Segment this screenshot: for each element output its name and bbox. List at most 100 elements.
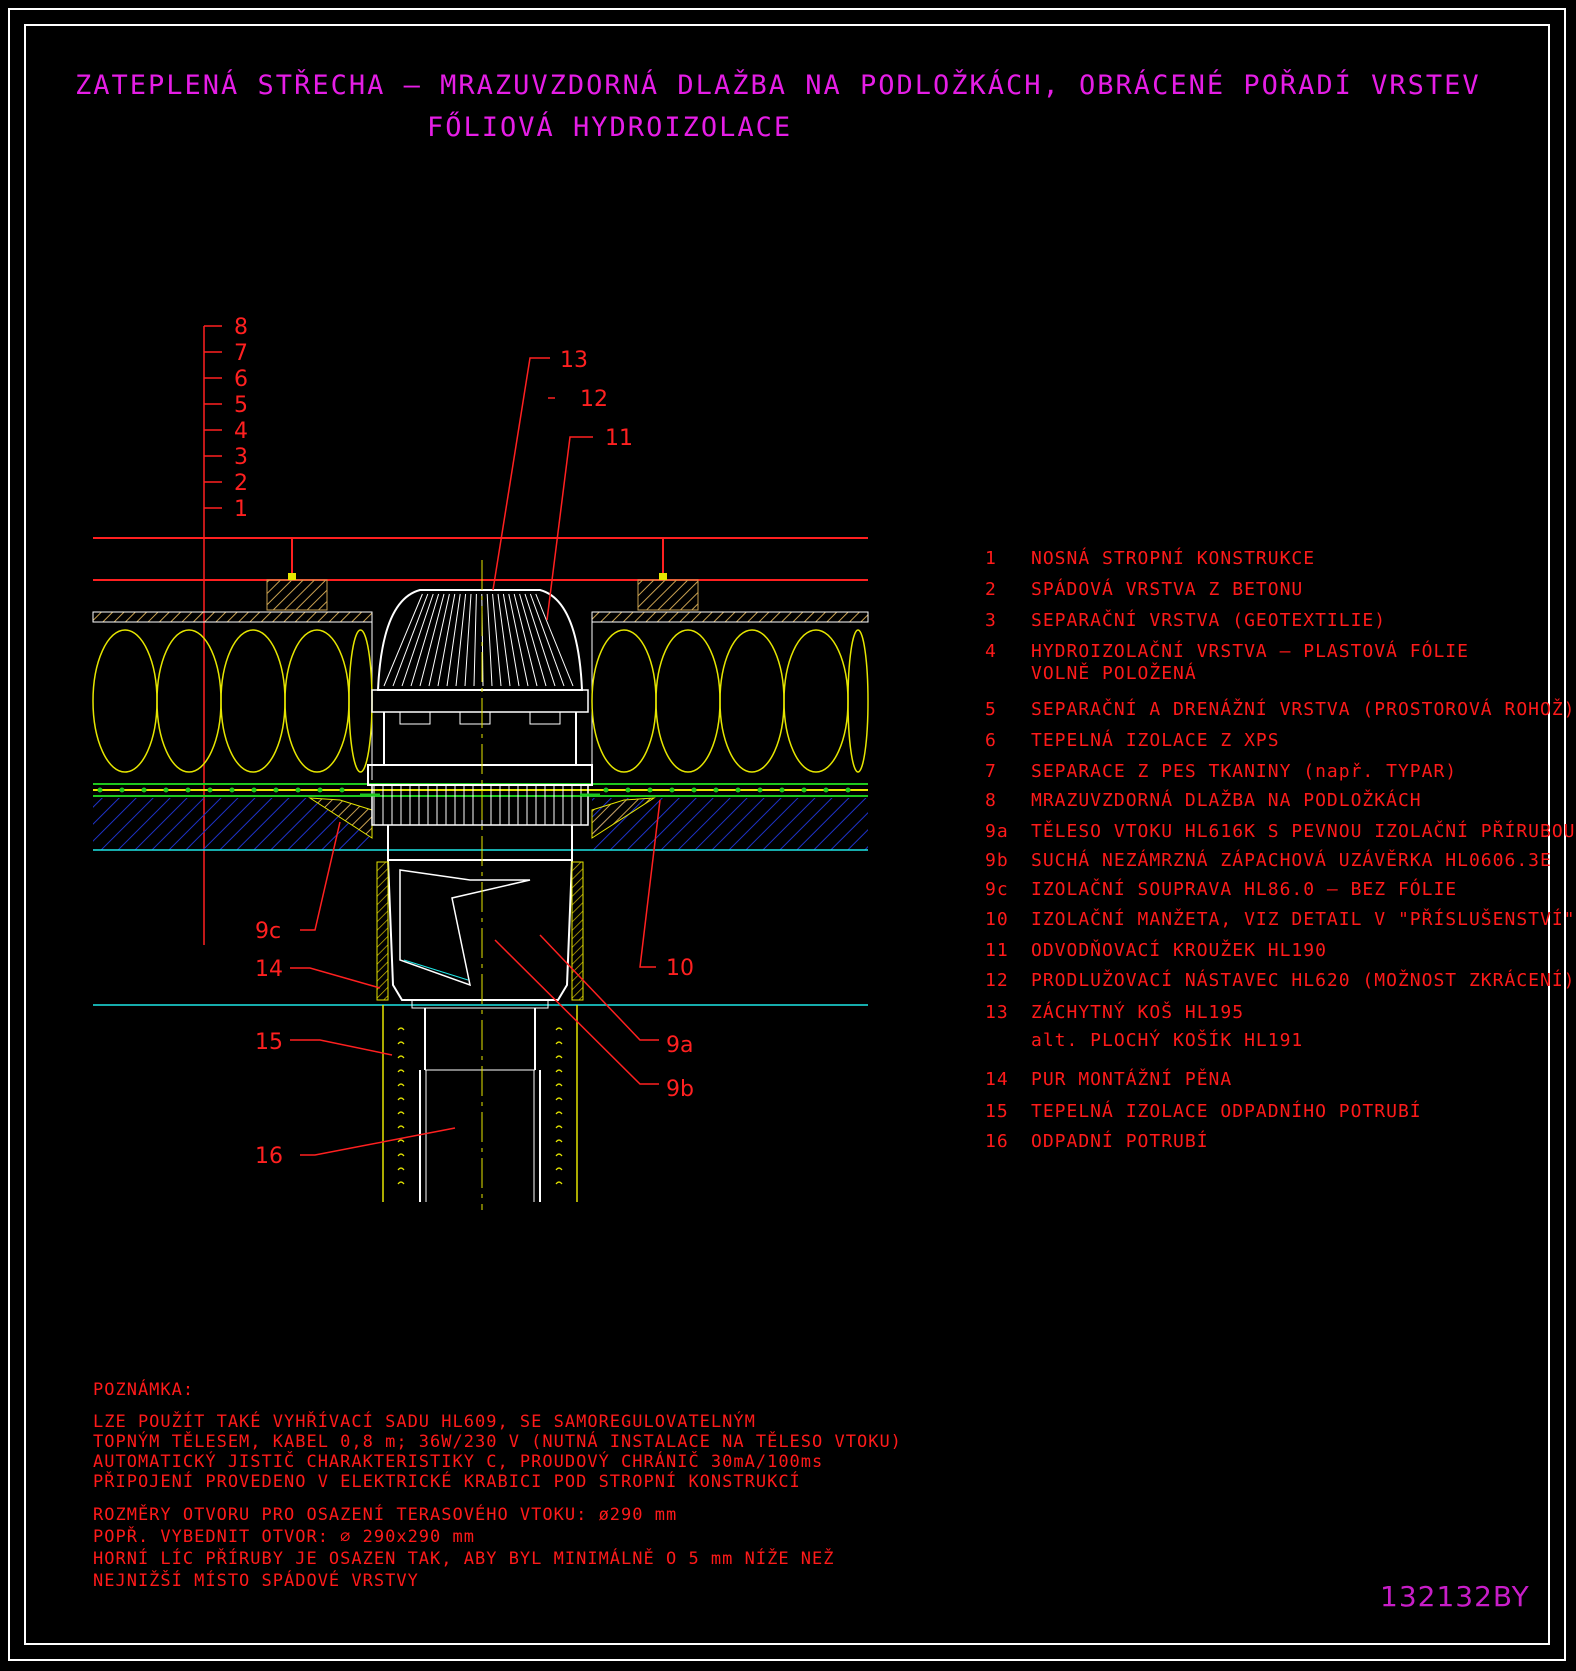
drainage-dot [97, 787, 103, 793]
insulation-loop [220, 629, 286, 773]
insulation-loop [783, 629, 849, 773]
insulation-loop [655, 629, 721, 773]
legend-number: 10 [985, 909, 1009, 930]
pipe-insulation-mark [397, 1181, 405, 1185]
legend-number: 9b [985, 850, 1009, 871]
legend-text-line: IZOLAČNÍ MANŽETA, VIZ DETAIL V "PŘÍSLUŠE… [1031, 909, 1576, 930]
pipe-insulation-mark [555, 1125, 563, 1129]
pipe-insulation-mark [397, 1027, 405, 1031]
insulation-loop [591, 629, 657, 773]
legend-text-line: HYDROIZOLAČNÍ VRSTVA – PLASTOVÁ FÓLIE [1031, 641, 1469, 662]
legend-number: 9a [985, 821, 1009, 842]
callout-10: 10 [666, 956, 694, 981]
legend-text-line: NOSNÁ STROPNÍ KONSTRUKCE [1031, 548, 1316, 569]
drainage-dot [185, 787, 191, 793]
scale-label: 6 [234, 367, 248, 392]
legend-text-line: MRAZUVZDORNÁ DLAŽBA NA PODLOŽKÁCH [1031, 790, 1422, 811]
callout-9c: 9c [255, 919, 281, 944]
callout-13: 13 [560, 348, 588, 373]
legend-text-line: ODPADNÍ POTRUBÍ [1031, 1131, 1209, 1152]
legend-text-line: SUCHÁ NEZÁMRZNÁ ZÁPACHOVÁ UZÁVĚRKA HL060… [1031, 850, 1552, 871]
basket-rib [519, 593, 547, 687]
basket-rib [524, 593, 556, 687]
legend-number: 11 [985, 940, 1009, 961]
outer-frame [8, 8, 1566, 1661]
drainage-dot [339, 787, 345, 793]
legend-number: 14 [985, 1069, 1009, 1090]
legend-number: 13 [985, 1002, 1009, 1023]
basket-rib [437, 593, 456, 687]
callout-15: 15 [255, 1030, 283, 1055]
pipe-insulation-mark [555, 1055, 563, 1059]
basket-rib [513, 593, 538, 687]
legend-text-line: SEPARACE Z PES TKANINY (např. TYPAR) [1031, 761, 1458, 782]
legend-text: MRAZUVZDORNÁ DLAŽBA NA PODLOŽKÁCH [1031, 790, 1422, 812]
legend-text-line: ZÁCHYTNÝ KOŠ HL195 [1031, 1002, 1245, 1023]
insulation-loop [156, 629, 222, 773]
basket-rib [455, 593, 467, 687]
legend-text-line: SEPARAČNÍ A DRENÁŽNÍ VRSTVA (PROSTOROVÁ … [1031, 699, 1576, 720]
callout-9b: 9b [666, 1077, 694, 1102]
pipe-insulation-mark [555, 1069, 563, 1073]
drainage-dot [603, 787, 609, 793]
legend-text: ODVODŇOVACÍ KROUŽEK HL190 [1031, 940, 1327, 962]
basket-rib [446, 593, 461, 687]
note-heading: POZNÁMKA: [93, 1380, 195, 1400]
basket-rib [473, 593, 477, 687]
note-line: LZE POUŽÍT TAKÉ VYHŘÍVACÍ SADU HL609, SE… [93, 1412, 756, 1432]
basket-rib [492, 593, 502, 687]
basket-rib [535, 593, 574, 687]
drainage-dot [163, 787, 169, 793]
basket-rib [508, 593, 529, 687]
drainage-dot [779, 787, 785, 793]
drainage-dot [735, 787, 741, 793]
insulation-loop [92, 629, 158, 773]
scale-label: 3 [234, 445, 248, 470]
inner-frame [24, 24, 1550, 1645]
scale-label: 8 [234, 315, 248, 340]
drainage-dot [845, 787, 851, 793]
drainage-dot [141, 787, 147, 793]
basket-rib [419, 593, 445, 687]
callout-16: 16 [255, 1144, 283, 1169]
legend-text: SEPARAČNÍ VRSTVA (GEOTEXTILIE) [1031, 610, 1386, 632]
legend-number: 6 [985, 730, 997, 751]
xps-insulation [92, 629, 869, 773]
legend-text-line: TĚLESO VTOKU HL616K S PEVNOU IZOLAČNÍ PŘ… [1031, 821, 1576, 842]
callout-11: 11 [605, 426, 633, 451]
legend-text: PUR MONTÁŽNÍ PĚNA [1031, 1069, 1232, 1091]
legend-text-line: PRODLUŽOVACÍ NÁSTAVEC HL620 (MOŽNOST ZKR… [1031, 970, 1576, 991]
legend-number: 1 [985, 548, 997, 569]
title-line-1: ZATEPLENÁ STŘECHA – MRAZUVZDORNÁ DLAŽBA … [75, 70, 1481, 101]
legend-text-line: SEPARAČNÍ VRSTVA (GEOTEXTILIE) [1031, 610, 1387, 631]
drainage-dot [757, 787, 763, 793]
drainage-dot [207, 787, 213, 793]
pipe-insulation-mark [555, 1097, 563, 1101]
pipe-insulation-mark [397, 1125, 405, 1129]
basket-rib [502, 593, 520, 687]
title-line-2: FŐLIOVÁ HYDROIZOLACE [427, 112, 793, 143]
pipe-insulation-mark [555, 1167, 563, 1171]
pipe-insulation-mark [397, 1055, 405, 1059]
basket-rib [383, 593, 423, 687]
legend-text: SPÁDOVÁ VRSTVA Z BETONU [1031, 579, 1303, 601]
legend-number: 4 [985, 641, 997, 662]
callout-12: 12 [580, 387, 608, 412]
basket-rib [401, 593, 434, 687]
scale-label: 1 [234, 497, 248, 522]
legend-number: 16 [985, 1131, 1009, 1152]
legend-number: 7 [985, 761, 997, 782]
drawing-id: 132132BY [1380, 1580, 1530, 1613]
insulation-loop [284, 629, 350, 773]
separation-layer [92, 611, 869, 780]
legend-text-line: ODVODŇOVACÍ KROUŽEK HL190 [1031, 940, 1327, 961]
drain-body [360, 560, 600, 1210]
insulation-loop [847, 629, 869, 773]
insulation-loop [719, 629, 785, 773]
basket-rib [464, 593, 472, 687]
basket-rib [497, 593, 511, 687]
note-line: AUTOMATICKÝ JISTIČ CHARAKTERISTIKY C, PR… [93, 1452, 824, 1472]
drainage-dot [229, 787, 235, 793]
pipe-insulation-mark [397, 1139, 405, 1143]
